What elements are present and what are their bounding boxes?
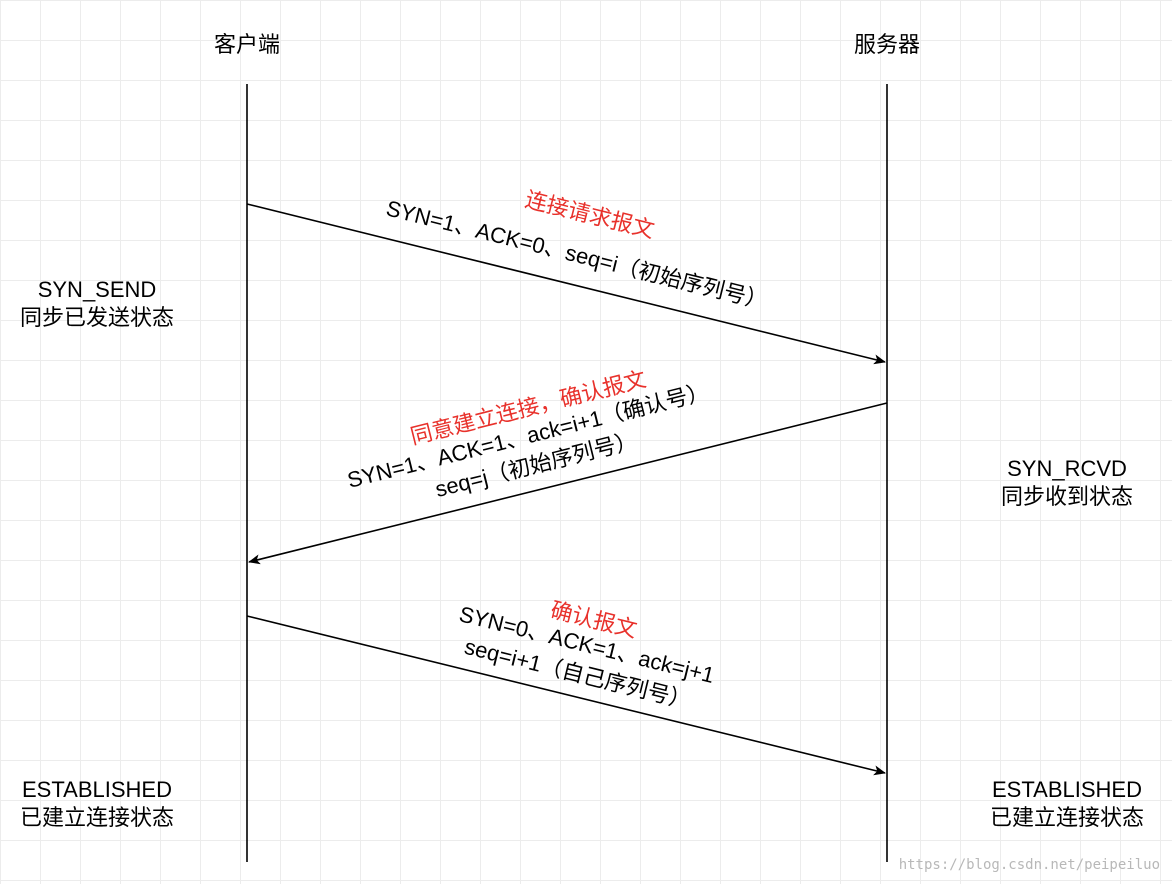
client-state-established-desc: 已建立连接状态: [20, 805, 174, 830]
client-header: 客户端: [214, 32, 280, 57]
server-state-syn-rcvd: SYN_RCVD: [1007, 456, 1127, 481]
watermark: https://blog.csdn.net/peipeiluo: [899, 857, 1160, 873]
message-1-arrow: [246, 203, 886, 365]
client-state-syn-send: SYN_SEND: [38, 277, 157, 302]
server-state-established: ESTABLISHED: [992, 777, 1142, 802]
client-state-established: ESTABLISHED: [22, 777, 172, 802]
server-state-established-desc: 已建立连接状态: [990, 805, 1144, 830]
client-state-syn-send-desc: 同步已发送状态: [20, 305, 174, 330]
server-header: 服务器: [854, 32, 920, 57]
message-3-arrow: [246, 615, 886, 776]
message-2-arrow: [248, 402, 888, 565]
server-state-syn-rcvd-desc: 同步收到状态: [1001, 484, 1133, 509]
